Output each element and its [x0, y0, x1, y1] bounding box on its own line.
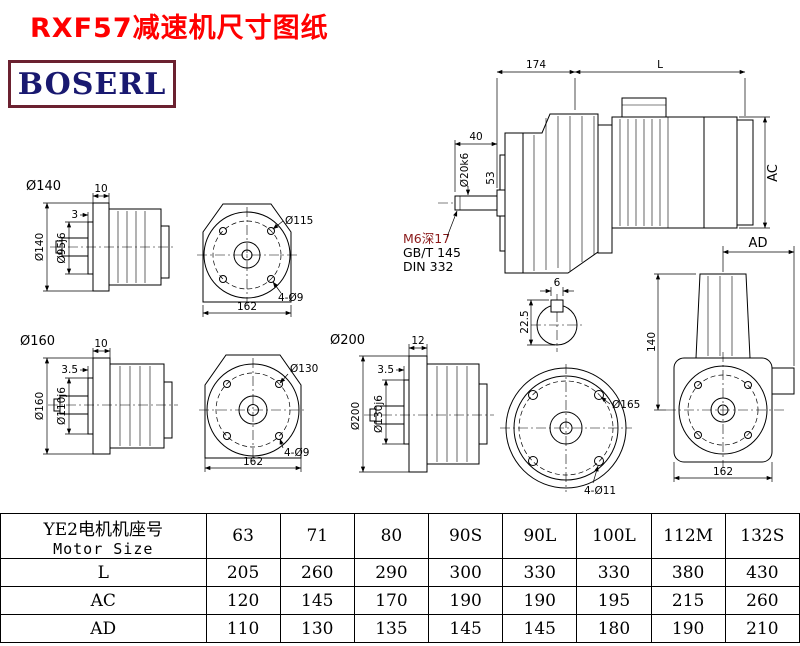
technical-drawing-canvas: 174 L 40 Ø20k6 53 AC M6深17 GB/T 145 DIN …: [20, 59, 795, 497]
boserl-logo: BOSERL: [8, 60, 176, 108]
dim-value: 190: [502, 586, 578, 615]
dim-value: 330: [502, 558, 578, 587]
dim-value: 135: [353, 614, 430, 643]
table-row-ad: AD 110 130 135 145 145 180 190 210: [0, 614, 800, 643]
size-column-90s: 90S: [428, 513, 504, 559]
gearbox-front-view: AD 140 162: [646, 236, 795, 482]
note-gbt145: GB/T 145: [403, 245, 461, 260]
flange160-spigot-dia-dim: Ø110j6: [56, 387, 68, 425]
dim-162-side: 162: [713, 466, 733, 478]
front160-bolt-circle-dim: Ø130: [290, 363, 318, 375]
dim-53: 53: [485, 171, 497, 184]
flange140-spigot-dia-dim: Ø95j6: [56, 232, 68, 264]
dim-l: L: [657, 59, 663, 71]
front140-holes-dim: 4-Ø9: [278, 292, 303, 304]
motor-size-header-en: Motor Size: [53, 539, 154, 558]
dim-value: 260: [279, 558, 355, 587]
table-row-ac: AC 120 145 170 190 190 195 215 260: [0, 586, 800, 615]
dim-value: 130: [279, 614, 355, 643]
note-m6-tap: M6深17: [403, 231, 450, 246]
flange140-side-view: Ø140 10 3 Ø140 Ø95j6: [26, 179, 175, 292]
dim-value: 195: [576, 586, 652, 615]
front160-holes-dim: 4-Ø9: [284, 447, 309, 459]
dim-row-label: AD: [0, 614, 207, 643]
key-height-dim: 22.5: [519, 310, 531, 333]
flange200-thickness-dim: 12: [411, 335, 424, 347]
flange160-spigot-len-dim: 3.5: [61, 364, 78, 376]
motor-size-header-cn: YE2电机机座号: [43, 519, 163, 540]
table-header-row: YE2电机机座号 Motor Size 63 71 80 90S 90L 100…: [0, 513, 800, 559]
dim-140: 140: [646, 332, 658, 352]
table-row-l: L 205 260 290 300 330 330 380 430: [0, 558, 800, 587]
flange200-label: Ø200: [330, 333, 365, 348]
dim-row-label: AC: [0, 586, 207, 615]
logo-text: BOSERL: [17, 66, 167, 102]
dim-value: 145: [428, 614, 504, 643]
size-column-132s: 132S: [724, 513, 800, 559]
dim-row-label: L: [0, 558, 207, 587]
front200-holes-dim: 4-Ø11: [584, 485, 616, 497]
flange140-spigot-len-dim: 3: [71, 209, 78, 221]
key-width-dim: 6: [554, 277, 561, 289]
dim-value: 260: [724, 586, 800, 615]
dim-value: 145: [502, 614, 578, 643]
dim-value: 190: [428, 586, 504, 615]
front140-width-dim: 162: [237, 301, 257, 313]
shaft-diameter-label: Ø20k6: [459, 152, 471, 187]
dim-ad: AD: [749, 236, 768, 251]
dim-value: 290: [353, 558, 430, 587]
page-title: RXF57减速机尺寸图纸: [30, 13, 329, 44]
flange160-outer-dia-dim: Ø160: [34, 392, 46, 420]
flange140-outer-dia-dim: Ø140: [34, 233, 46, 261]
flange200-outer-dia-dim: Ø200: [350, 402, 362, 430]
flange160-front-view: Ø130 4-Ø9 162: [199, 354, 318, 472]
motor-size-header: YE2电机机座号 Motor Size: [0, 513, 207, 559]
dim-value: 215: [650, 586, 726, 615]
dim-ac: AC: [766, 164, 781, 182]
dim-value: 120: [205, 586, 281, 615]
flange140-label: Ø140: [26, 179, 61, 194]
size-column-63: 63: [205, 513, 281, 559]
dim-value: 145: [279, 586, 355, 615]
size-column-100l: 100L: [576, 513, 652, 559]
flange140-thickness-dim: 10: [94, 183, 107, 195]
dim-value: 190: [650, 614, 726, 643]
front140-bolt-circle-dim: Ø115: [285, 215, 313, 227]
motor-dimension-table: YE2电机机座号 Motor Size 63 71 80 90S 90L 100…: [0, 513, 800, 643]
size-column-112m: 112M: [650, 513, 726, 559]
dim-value: 380: [650, 558, 726, 587]
flange160-side-view: Ø160 10 3.5 Ø160 Ø110j: [20, 334, 178, 455]
size-column-71: 71: [279, 513, 355, 559]
flange160-thickness-dim: 10: [94, 338, 107, 350]
flange200-side-view: Ø200 12 3.5 Ø200 Ø130j: [330, 333, 494, 473]
size-column-80: 80: [353, 513, 430, 559]
flange200-spigot-dia-dim: Ø130j6: [373, 395, 385, 433]
flange200-spigot-len-dim: 3.5: [377, 364, 394, 376]
dim-value: 110: [205, 614, 281, 643]
note-din332: DIN 332: [403, 259, 454, 274]
keyway-detail: 6 22.5: [519, 277, 583, 352]
flange140-front-view: Ø115 4-Ø9 162: [197, 203, 313, 317]
front200-bolt-circle-dim: Ø165: [612, 399, 640, 411]
size-column-90l: 90L: [502, 513, 578, 559]
dim-value: 300: [428, 558, 504, 587]
dim-value: 210: [724, 614, 800, 643]
dim-174: 174: [526, 59, 546, 71]
dim-value: 170: [353, 586, 430, 615]
dim-value: 205: [205, 558, 281, 587]
flange200-front-view: Ø165 4-Ø11: [500, 364, 640, 497]
dim-40: 40: [469, 131, 482, 143]
main-assembly-view: 174 L 40 Ø20k6 53 AC M6深17 GB/T 145 DIN …: [403, 59, 781, 274]
front160-width-dim: 162: [243, 456, 263, 468]
dim-value: 430: [724, 558, 800, 587]
dim-value: 180: [576, 614, 652, 643]
dim-value: 330: [576, 558, 652, 587]
flange160-label: Ø160: [20, 334, 55, 349]
